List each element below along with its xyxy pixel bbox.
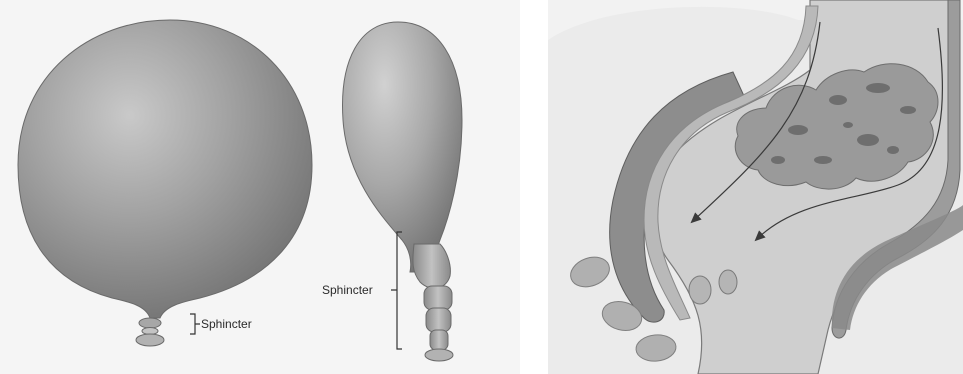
bowel-diagram [548,0,963,374]
mass-spot [866,83,890,93]
round-sphincter-ring-top [139,318,161,328]
panel-sphincter-comparison: Sphincter Sphincter [0,0,520,374]
mass-spot [887,146,899,154]
elongated-sphincter-opening [425,349,453,361]
elongated-sphincter-segment-1 [424,286,452,310]
elongated-sphincter-label: Sphincter [322,283,373,297]
pellet [689,276,711,304]
mass-spot [857,134,879,146]
mass-spot [771,156,785,164]
mass-spot [814,156,832,164]
sphincter-diagram: Sphincter Sphincter [0,0,520,374]
round-sphincter-ring-mid [142,328,158,335]
mass-spot [829,95,847,105]
elongated-sphincter-segment-2 [426,308,451,332]
round-sphincter-opening [136,334,164,346]
pellet [719,270,737,294]
round-sphincter-label: Sphincter [201,317,252,331]
panel-bowel-cross-section [548,0,963,374]
elongated-sphincter-segment-3 [430,330,448,350]
mass-spot [843,122,853,128]
mass-spot [900,106,916,114]
mass-spot [788,125,808,135]
